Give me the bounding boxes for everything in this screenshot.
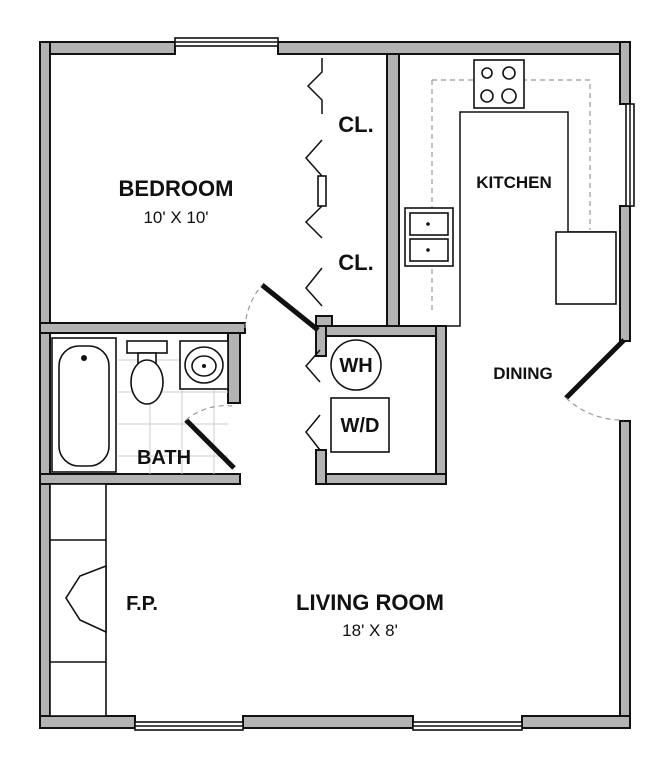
kitchen-fixtures [398, 59, 617, 327]
windows [134, 37, 635, 731]
fireplace-label: F.P. [126, 593, 158, 615]
living-room-size-label: 18' X 8' [342, 621, 398, 640]
bedroom-door [244, 283, 320, 332]
water-heater-label: WH [339, 355, 372, 377]
kitchen-label: KITCHEN [476, 173, 552, 192]
fireplace [49, 483, 107, 717]
dining-door [564, 338, 626, 421]
washer-dryer-label: W/D [341, 415, 380, 437]
washer-dryer-symbol [330, 397, 390, 453]
closet-bifold-doors [304, 58, 327, 307]
bedroom-size-label: 10' X 10' [143, 208, 208, 227]
bath-label: BATH [137, 447, 191, 469]
bedroom-label: BEDROOM [119, 176, 234, 201]
water-heater-symbol [330, 339, 382, 391]
interior-walls [39, 53, 447, 485]
closet-label-lower: CL. [338, 250, 373, 275]
closet-label-upper: CL. [338, 112, 373, 137]
laundry-fixtures [305, 339, 390, 453]
bath-fixtures [51, 337, 236, 474]
living-room-label: LIVING ROOM [296, 590, 444, 615]
dining-label: DINING [493, 364, 553, 383]
exterior-walls [39, 41, 631, 729]
